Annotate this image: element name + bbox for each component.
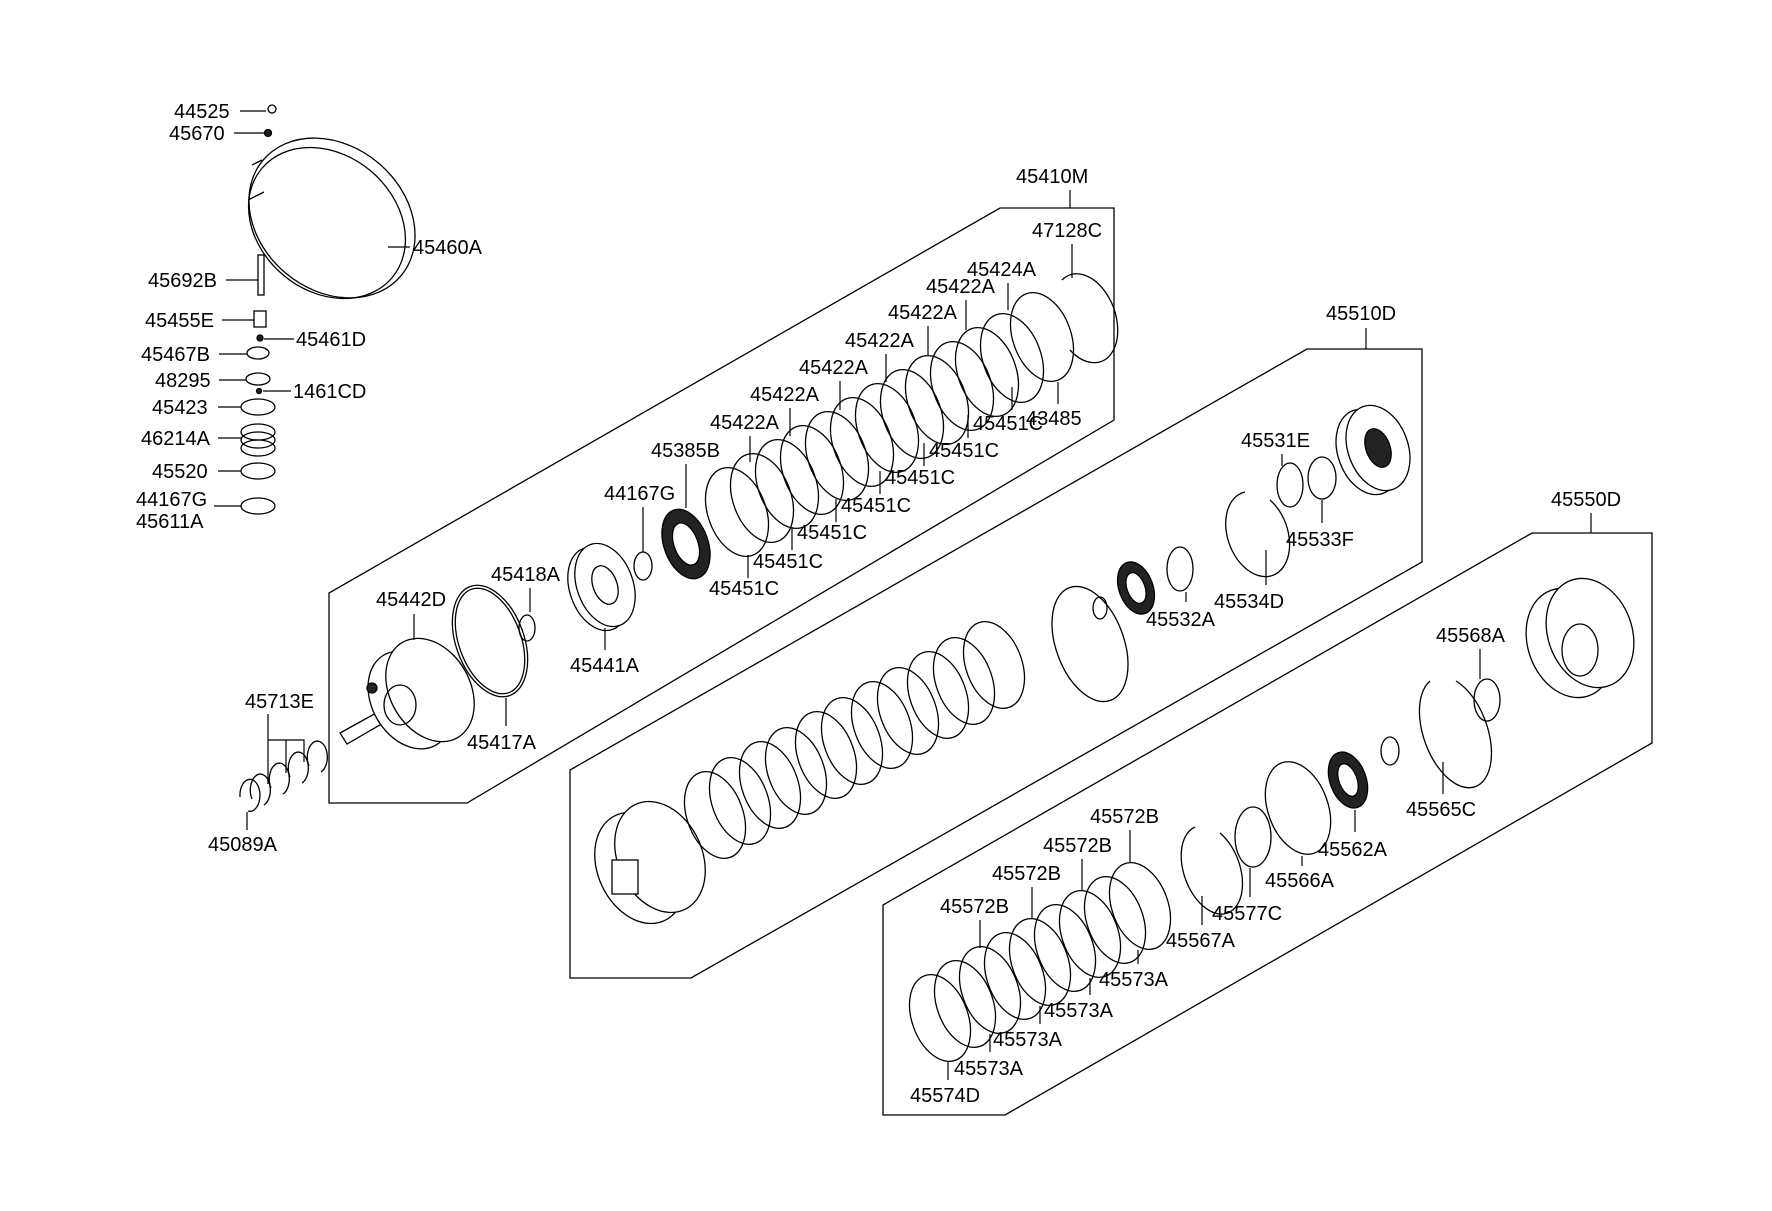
label-45562A: 45562A: [1318, 839, 1388, 861]
label-43485: 43485: [1026, 408, 1082, 430]
group-45410M-outline: [328, 207, 1115, 804]
label-45422A: 45422A: [710, 412, 780, 434]
label-45573A: 45573A: [1044, 1000, 1114, 1022]
label-45417A: 45417A: [467, 732, 537, 754]
label-45533F: 45533F: [1286, 529, 1354, 551]
label-45451C: 45451C: [841, 495, 911, 517]
label-44525: 44525: [174, 101, 230, 123]
ring-45531E: [1276, 462, 1304, 508]
label-45532A: 45532A: [1146, 609, 1216, 631]
label-45572B: 45572B: [940, 896, 1009, 918]
label-45422A: 45422A: [845, 330, 915, 352]
label-45572B: 45572B: [1043, 835, 1112, 857]
label-45451C: 45451C: [973, 413, 1043, 435]
label-45442D: 45442D: [376, 589, 446, 611]
ring-45532A: [1166, 546, 1194, 592]
label-45566A: 45566A: [1265, 870, 1335, 892]
ring-44167G: [633, 551, 653, 581]
drum-45441A: [567, 542, 636, 632]
label-47128C: 47128C: [1032, 220, 1102, 242]
label-45089A: 45089A: [208, 834, 278, 856]
label-45573A: 45573A: [1099, 969, 1169, 991]
ring-45568A: [1473, 678, 1501, 722]
label-45423: 45423: [152, 397, 208, 419]
drum-45550D: [1525, 577, 1635, 699]
label-45422A: 45422A: [888, 302, 958, 324]
brake-band-45460A: [247, 137, 416, 300]
bushing: [1380, 736, 1400, 766]
label-44167G-group: 44167G: [604, 483, 675, 505]
label-45565C: 45565C: [1406, 799, 1476, 821]
label-44167G-left: 44167G: [136, 489, 207, 511]
snap-ring-45565C: [1418, 680, 1493, 789]
label-45422A: 45422A: [926, 276, 996, 298]
group-45510D-outline: [569, 348, 1423, 979]
label-45441A: 45441A: [570, 655, 640, 677]
servo-stack: [240, 104, 277, 515]
label-45385B: 45385B: [651, 440, 720, 462]
snap-ring-45567A: [1180, 826, 1244, 915]
label-45577C: 45577C: [1212, 903, 1282, 925]
label-45713E: 45713E: [245, 691, 314, 713]
bearing-45510D: [1335, 404, 1411, 496]
label-1461CD: 1461CD: [293, 381, 366, 403]
label-45573A: 45573A: [954, 1058, 1024, 1080]
label-46214A: 46214A: [141, 428, 211, 450]
label-45531E: 45531E: [1241, 430, 1310, 452]
ring-45418A: [518, 614, 536, 642]
group-title-45550D: 45550D: [1551, 489, 1621, 511]
group-title-45410M: 45410M: [1016, 166, 1088, 188]
clutch-plates-45550D: [908, 861, 1172, 1063]
label-45670: 45670: [169, 123, 225, 145]
label-45567A: 45567A: [1166, 930, 1236, 952]
label-45455E: 45455E: [145, 310, 214, 332]
label-45520: 45520: [152, 461, 208, 483]
clutch-plates-45510D: [683, 585, 1129, 860]
label-45572B: 45572B: [992, 863, 1061, 885]
label-48295: 48295: [155, 370, 211, 392]
label-45534D: 45534D: [1214, 591, 1284, 613]
label-45461D: 45461D: [296, 329, 366, 351]
label-45422A: 45422A: [799, 357, 869, 379]
plate-45566A: [1264, 761, 1332, 855]
label-45422A: 45422A: [750, 384, 820, 406]
drum-45510D: [594, 800, 706, 925]
label-45568A: 45568A: [1436, 625, 1506, 647]
snap-rings-45713E: [239, 740, 328, 812]
label-45451C: 45451C: [709, 578, 779, 600]
snap-ring-45534D: [1225, 491, 1291, 578]
label-45451C: 45451C: [885, 467, 955, 489]
label-45418A: 45418A: [491, 564, 561, 586]
ring-45533F: [1307, 456, 1337, 500]
label-45574D: 45574D: [910, 1085, 980, 1107]
group-title-45510D: 45510D: [1326, 303, 1396, 325]
label-45451C: 45451C: [797, 522, 867, 544]
group-45550D-outline: [882, 532, 1653, 1116]
label-45611A: 45611A: [136, 511, 204, 533]
hub-45442D: [339, 637, 475, 750]
ring-45577C: [1234, 806, 1272, 868]
label-45451C: 45451C: [753, 551, 823, 573]
label-45460A: 45460A: [413, 237, 483, 259]
label-45572B: 45572B: [1090, 806, 1159, 828]
label-45467B: 45467B: [141, 344, 210, 366]
label-45451C: 45451C: [929, 440, 999, 462]
label-45573A: 45573A: [993, 1029, 1063, 1051]
clutch-plates-45410M: [704, 273, 1119, 557]
snap-ring-47128C: [1061, 273, 1119, 364]
label-45424A: 45424A: [967, 259, 1037, 281]
label-45692B: 45692B: [148, 270, 217, 292]
